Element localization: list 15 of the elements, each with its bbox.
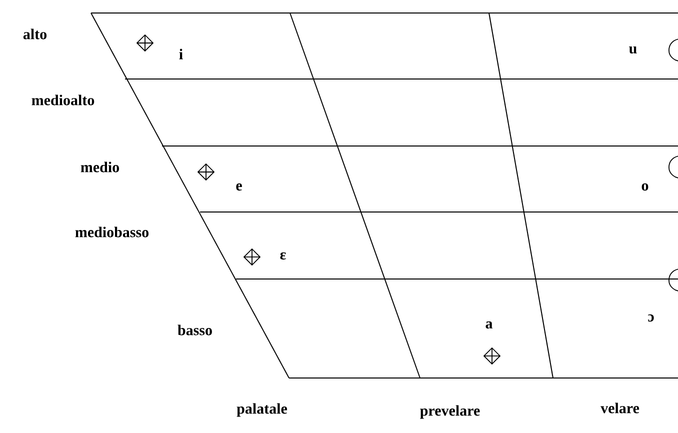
row-label: mediobasso <box>75 226 149 238</box>
column-label: prevelare <box>420 405 480 419</box>
vowel-letter: i <box>179 48 183 60</box>
vowel-letter: e <box>236 183 242 191</box>
column-label: velare <box>600 402 640 414</box>
vowel-letter: a <box>486 321 493 329</box>
vowel-letter: ɔ <box>648 314 654 322</box>
vowel-letter: ε <box>280 252 286 260</box>
vowel-letter: o <box>642 183 648 191</box>
row-label: medio <box>80 162 120 172</box>
column-label: palatale <box>236 403 288 417</box>
row-label: basso <box>178 324 212 336</box>
row-label: medioalto <box>32 94 94 106</box>
vowel-letter: u <box>629 46 637 54</box>
row-label: alto <box>23 28 47 40</box>
